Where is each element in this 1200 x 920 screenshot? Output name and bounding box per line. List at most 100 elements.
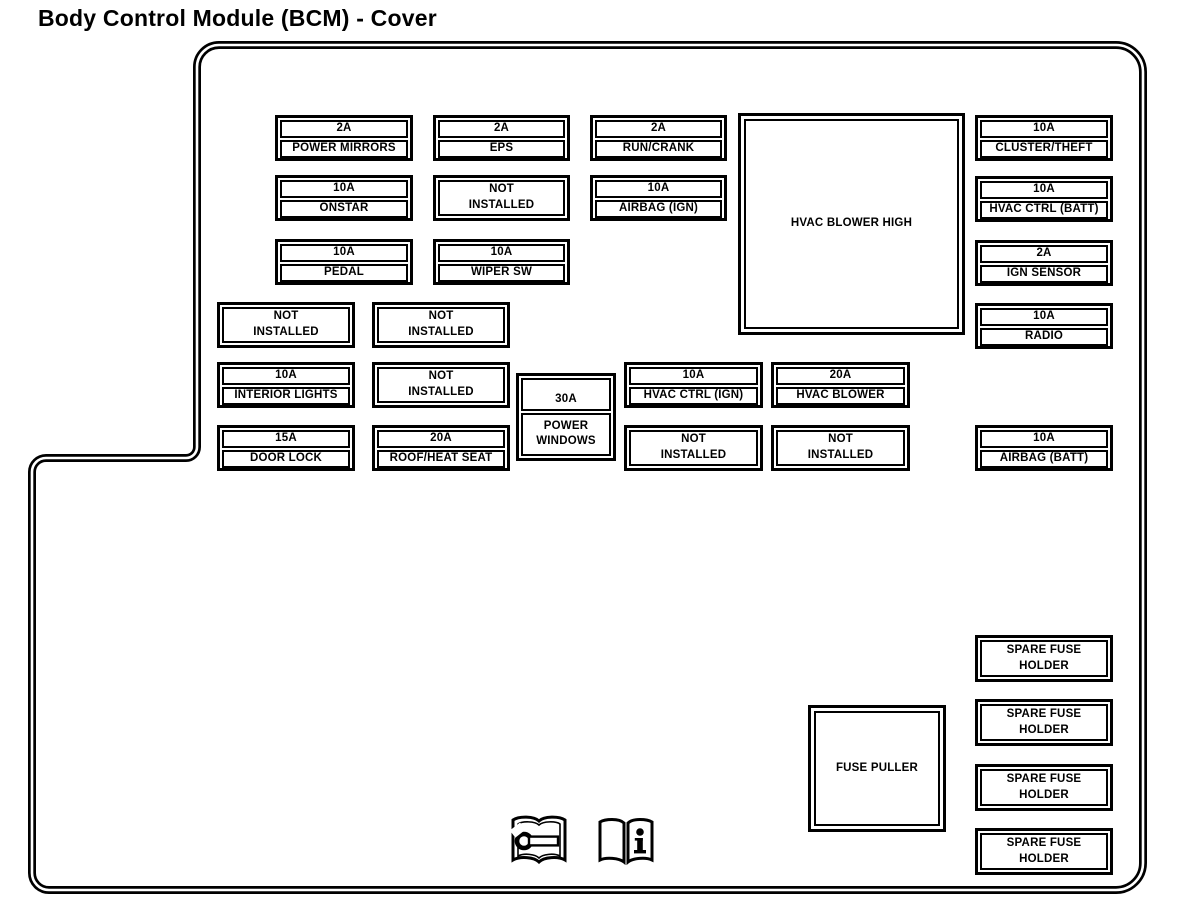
fuse-label: HVAC BLOWER [776, 386, 905, 405]
fuse-amp-rating: 10A [980, 181, 1108, 199]
fuse-label: ONSTAR [280, 199, 408, 218]
fuse-amp-rating: 10A [980, 120, 1108, 138]
fuse-label: POWER WINDOWS [521, 412, 611, 456]
label-line2: HOLDER [1019, 788, 1069, 801]
fuse-puller: FUSE PULLER [808, 705, 946, 832]
fuse-amp-rating: 2A [595, 120, 722, 138]
fuse-amp-rating: 20A [377, 430, 505, 448]
fuse-label: HVAC CTRL (BATT) [980, 200, 1108, 219]
label-line2: HOLDER [1019, 659, 1069, 672]
fuse-amp-rating: 10A [629, 367, 758, 385]
fuse-amp-rating: 10A [280, 244, 408, 262]
box-label: NOT INSTALLED [222, 307, 350, 343]
label-line1: NOT [428, 310, 454, 323]
fuse-amp-rating: 10A [980, 308, 1108, 326]
owners-manual-book-info-icon [591, 811, 661, 878]
label-line1: SPARE FUSE [1006, 836, 1082, 849]
label-line2: INSTALLED [408, 326, 474, 338]
label-line1: NOT [489, 183, 514, 196]
fuse-amp-rating: 30A [521, 378, 611, 411]
label-line1: NOT [681, 433, 706, 446]
label-line1: POWER [543, 419, 589, 432]
label-line2: HOLDER [1019, 723, 1069, 736]
fuse-amp-rating: 10A [595, 180, 722, 198]
fuse-amp-rating: 10A [280, 180, 408, 198]
spare-fuse-holder-3: SPARE FUSE HOLDER [975, 764, 1113, 811]
service-manual-book-wrench-icon [506, 811, 572, 878]
fuse-label: WIPER SW [438, 263, 565, 282]
not-installed-5: NOT INSTALLED [624, 425, 763, 471]
box-label: NOT INSTALLED [438, 180, 565, 216]
label-line2: INSTALLED [807, 449, 874, 461]
fuse-label: IGN SENSOR [980, 264, 1108, 283]
label-line2: HOLDER [1019, 852, 1069, 865]
fuse-label: RADIO [980, 327, 1108, 346]
box-label: SPARE FUSE HOLDER [980, 704, 1108, 741]
fuse-label: AIRBAG (IGN) [595, 199, 722, 218]
fuse-label: RUN/CRANK [595, 139, 722, 158]
fuse-label: CLUSTER/THEFT [980, 139, 1108, 158]
fuse-amp-rating: 20A [776, 367, 905, 385]
fuse-label: DOOR LOCK [222, 449, 350, 468]
spare-fuse-holder-4: SPARE FUSE HOLDER [975, 828, 1113, 875]
relay-hvac-blower-high: HVAC BLOWER HIGH [738, 113, 965, 335]
fuse-amp-rating: 15A [222, 430, 350, 448]
fuse-label: HVAC CTRL (IGN) [629, 386, 758, 405]
not-installed-1: NOT INSTALLED [433, 175, 570, 221]
fuse-label: EPS [438, 139, 565, 158]
fuse-amp-rating: 2A [980, 245, 1108, 263]
box-label: SPARE FUSE HOLDER [980, 833, 1108, 870]
fuse-label: PEDAL [280, 263, 408, 282]
fuse-label: POWER MIRRORS [280, 139, 408, 158]
box-label: SPARE FUSE HOLDER [980, 640, 1108, 677]
box-label: NOT INSTALLED [629, 430, 758, 466]
fuse-amp-rating: 2A [438, 120, 565, 138]
label-line2: INSTALLED [660, 449, 727, 461]
fuse-power-windows: 30A POWER WINDOWS [516, 373, 616, 461]
label-line1: NOT [428, 370, 454, 383]
label-line1: NOT [828, 433, 853, 446]
box-label: NOT INSTALLED [776, 430, 905, 466]
label-line2: WINDOWS [536, 435, 596, 448]
page-title: Body Control Module (BCM) - Cover [38, 5, 437, 31]
not-installed-6: NOT INSTALLED [771, 425, 910, 471]
not-installed-2: NOT INSTALLED [217, 302, 355, 348]
spare-fuse-holder-2: SPARE FUSE HOLDER [975, 699, 1113, 746]
fuse-label: INTERIOR LIGHTS [222, 386, 350, 405]
label-line1: SPARE FUSE [1006, 643, 1082, 656]
box-label: FUSE PULLER [814, 711, 940, 826]
label-line1: SPARE FUSE [1006, 707, 1082, 720]
label-line2: INSTALLED [468, 199, 535, 211]
label-line1: SPARE FUSE [1006, 772, 1082, 785]
fuse-amp-rating: 10A [222, 367, 350, 385]
fuse-amp-rating: 10A [980, 430, 1108, 448]
label-line2: INSTALLED [253, 326, 319, 338]
spare-fuse-holder-1: SPARE FUSE HOLDER [975, 635, 1113, 682]
not-installed-3: NOT INSTALLED [372, 302, 510, 348]
fuse-amp-rating: 10A [438, 244, 565, 262]
fuse-amp-rating: 2A [280, 120, 408, 138]
box-label: HVAC BLOWER HIGH [744, 119, 959, 329]
fuse-label: AIRBAG (BATT) [980, 449, 1108, 468]
fuse-label: ROOF/HEAT SEAT [377, 449, 505, 468]
label-line1: NOT [273, 310, 299, 323]
